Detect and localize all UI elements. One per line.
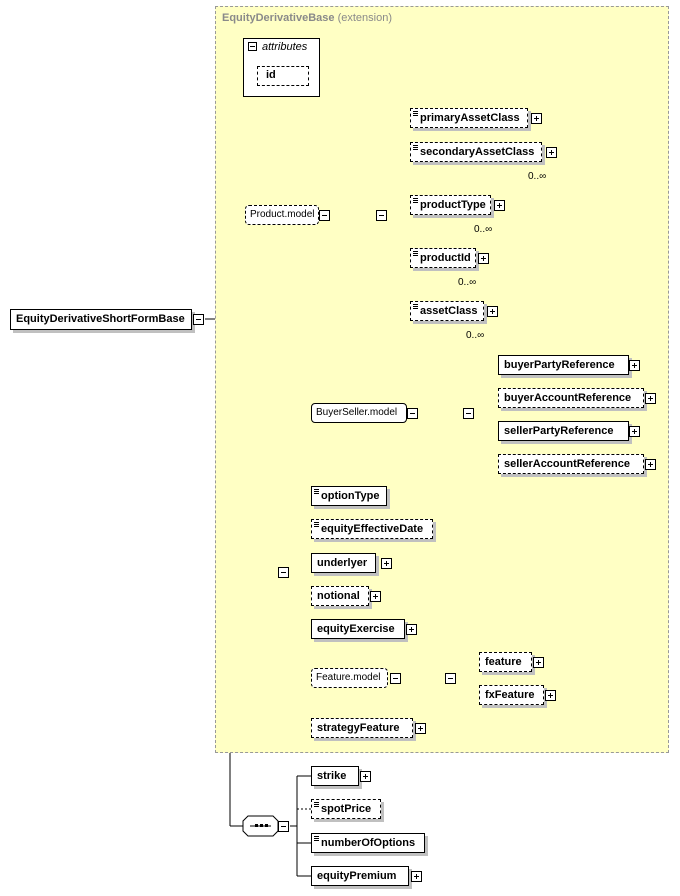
element-strategyFeature: strategyFeature xyxy=(311,718,413,738)
expand-icon[interactable] xyxy=(629,426,640,437)
element-spotPrice: spotPrice xyxy=(311,799,381,819)
product-model-group: Product.model xyxy=(245,205,319,225)
element-productId: productId xyxy=(410,248,476,268)
element-numberOfOptions: numberOfOptions xyxy=(311,833,425,853)
expand-icon[interactable] xyxy=(487,306,498,317)
element-equityExercise: equityExercise xyxy=(311,619,405,639)
collapse-icon[interactable] xyxy=(376,210,387,221)
element-assetClass: assetClass xyxy=(410,301,484,321)
expand-icon[interactable] xyxy=(645,393,656,404)
expand-icon[interactable] xyxy=(360,771,371,782)
element-optionType: optionType xyxy=(311,486,387,506)
occurrence-label: 0..∞ xyxy=(466,330,485,341)
expand-icon[interactable] xyxy=(545,690,556,701)
element-underlyer: underlyer xyxy=(311,553,376,573)
occurrence-label: 0..∞ xyxy=(458,277,477,288)
element-productType: productType xyxy=(410,195,491,215)
collapse-icon[interactable] xyxy=(407,408,418,419)
collapse-icon[interactable] xyxy=(463,408,474,419)
extension-title: EquityDerivativeBase (extension) xyxy=(222,12,392,24)
collapse-icon[interactable] xyxy=(248,42,257,51)
expand-icon[interactable] xyxy=(533,657,544,668)
attribute-id: id xyxy=(257,66,309,86)
collapse-icon[interactable] xyxy=(390,673,401,684)
element-buyerPartyReference: buyerPartyReference xyxy=(498,355,629,375)
attributes-label: attributes xyxy=(262,41,308,53)
expand-icon[interactable] xyxy=(406,624,417,635)
extension-frame xyxy=(215,6,669,753)
expand-icon[interactable] xyxy=(381,558,392,569)
occurrence-label: 0..∞ xyxy=(528,171,547,182)
element-equityPremium: equityPremium xyxy=(311,866,409,886)
collapse-icon[interactable] xyxy=(445,673,456,684)
collapse-icon[interactable] xyxy=(319,210,330,221)
expand-icon[interactable] xyxy=(546,147,557,158)
expand-icon[interactable] xyxy=(415,723,426,734)
occurrence-label: 0..∞ xyxy=(474,224,493,235)
expand-icon[interactable] xyxy=(645,459,656,470)
element-strike: strike xyxy=(311,766,359,786)
expand-icon[interactable] xyxy=(531,113,542,124)
element-fxFeature: fxFeature xyxy=(479,685,544,705)
expand-icon[interactable] xyxy=(370,591,381,602)
collapse-icon[interactable] xyxy=(278,567,289,578)
element-buyerAccountReference: buyerAccountReference xyxy=(498,388,644,408)
expand-icon[interactable] xyxy=(411,871,422,882)
element-notional: notional xyxy=(311,586,369,606)
element-sellerAccountReference: sellerAccountReference xyxy=(498,454,644,474)
root-element: EquityDerivativeShortFormBase xyxy=(10,309,192,330)
collapse-icon[interactable] xyxy=(278,821,289,832)
buyer-seller-model-group: BuyerSeller.model xyxy=(311,403,407,423)
feature-model-group: Feature.model xyxy=(311,668,388,688)
element-primaryAssetClass: primaryAssetClass xyxy=(410,108,528,128)
collapse-icon[interactable] xyxy=(193,314,204,325)
expand-icon[interactable] xyxy=(494,200,505,211)
element-equityEffectiveDate: equityEffectiveDate xyxy=(311,519,433,539)
element-secondaryAssetClass: secondaryAssetClass xyxy=(410,142,542,162)
expand-icon[interactable] xyxy=(629,360,640,371)
element-feature: feature xyxy=(479,652,532,672)
element-sellerPartyReference: sellerPartyReference xyxy=(498,421,629,441)
expand-icon[interactable] xyxy=(478,253,489,264)
